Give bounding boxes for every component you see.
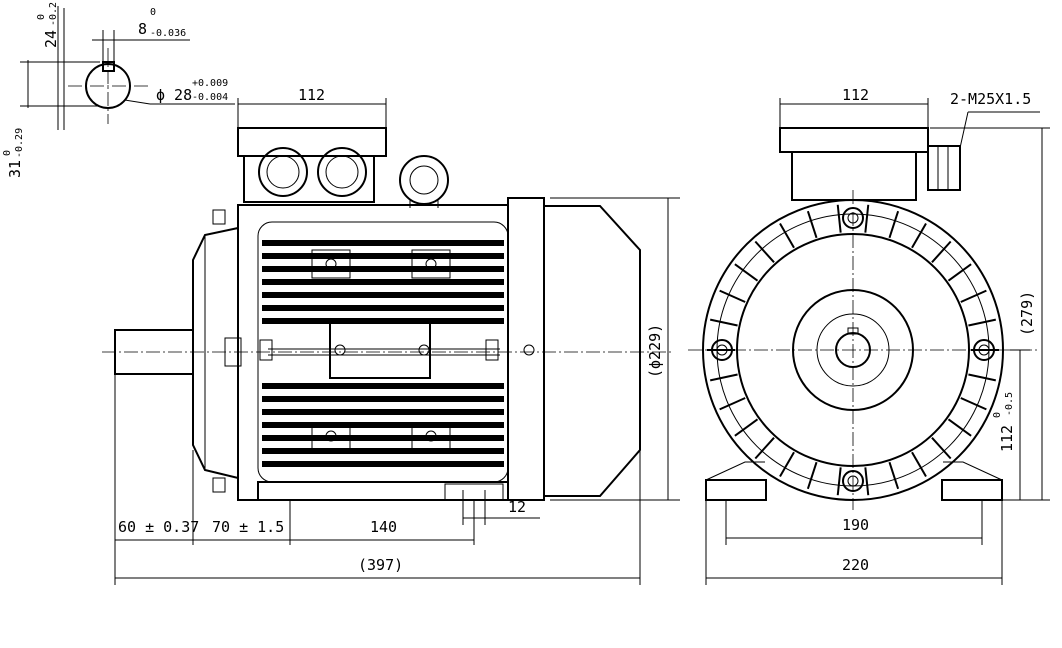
front-fin [806, 210, 818, 239]
front-fin [719, 289, 746, 303]
cable-gland-spec: 2-M25X1.5 [950, 90, 1031, 108]
side-dim-140: 140 [370, 518, 397, 536]
front-fin [754, 437, 775, 460]
side-dim-70: 70 ± 1.5 [212, 518, 284, 536]
key-width-upper: 0 [150, 7, 156, 18]
motor-side-view: 112 (ϕ229) 60 ± 0.37 70 ± 1.5 140 12 (39… [102, 86, 680, 585]
front-fin [779, 451, 795, 477]
fin [262, 266, 504, 272]
front-center-height: 112 [998, 425, 1016, 452]
foot-width: 220 [842, 556, 869, 574]
front-fin [931, 240, 952, 263]
cooling-fins [262, 240, 504, 467]
front-overall-height: (279) [1018, 291, 1036, 336]
shaft-diameter-lower: -0.004 [192, 92, 228, 103]
front-fin [754, 240, 775, 263]
front-fin [968, 318, 997, 327]
fin [262, 292, 504, 298]
key-height-nominal: 31 [6, 160, 24, 178]
front-fin [864, 204, 870, 233]
front-fin [960, 397, 987, 411]
front-fin [734, 418, 759, 437]
fin [262, 448, 504, 454]
front-fin [931, 437, 952, 460]
front-fin [947, 263, 972, 282]
keyway-depth-nominal: 24 [42, 30, 60, 48]
fin [262, 396, 504, 402]
fin [262, 409, 504, 415]
front-fin [864, 467, 870, 496]
front-fin [888, 210, 900, 239]
fin [262, 461, 504, 467]
side-flange-diameter: (ϕ229) [646, 324, 664, 378]
motor-front-view: 112 2-M25X1.5 (279) 112 0 -0.5 190 220 [688, 86, 1050, 585]
front-fin [968, 373, 997, 382]
front-fin [888, 461, 900, 490]
key-width-lower: -0.036 [150, 28, 186, 39]
front-fin [719, 397, 746, 411]
front-fin [734, 263, 759, 282]
key-height-upper: 0 [2, 150, 13, 156]
front-fin [779, 223, 795, 249]
front-fin [709, 318, 738, 327]
fin [262, 305, 504, 311]
front-fin [911, 223, 927, 249]
side-terminal-box-width: 112 [298, 86, 325, 104]
shaft-diameter-upper: +0.009 [192, 78, 228, 89]
fin [262, 422, 504, 428]
front-fins [707, 204, 999, 496]
key-width-nominal: 8 [138, 20, 147, 38]
fin [262, 253, 504, 259]
front-center-height-lower: -0.5 [1004, 392, 1015, 416]
fin [262, 279, 504, 285]
front-fin [911, 451, 927, 477]
fin [262, 383, 504, 389]
keyway-depth-lower: -0.2 [48, 2, 59, 26]
side-dim-60: 60 ± 0.37 [118, 518, 199, 536]
front-center-height-upper: 0 [992, 412, 1003, 418]
key-height-lower: -0.29 [14, 128, 25, 158]
shaft-diameter-nominal: ϕ 28 [156, 86, 192, 104]
front-fin [709, 373, 738, 382]
side-overall-length: (397) [358, 556, 403, 574]
front-fin [960, 289, 987, 303]
foot-hole-spacing: 190 [842, 516, 869, 534]
front-fin [806, 461, 818, 490]
side-dim-12: 12 [508, 498, 526, 516]
shaft-section-detail: 8 0 -0.036 24 0 -0.2 ϕ 28 +0.009 -0.004 … [2, 2, 235, 178]
front-fin [947, 418, 972, 437]
front-terminal-box-width: 112 [842, 86, 869, 104]
fin [262, 240, 504, 246]
fin [262, 435, 504, 441]
keyway-depth-upper: 0 [36, 14, 47, 20]
front-fin [836, 204, 842, 233]
front-fin [836, 467, 842, 496]
